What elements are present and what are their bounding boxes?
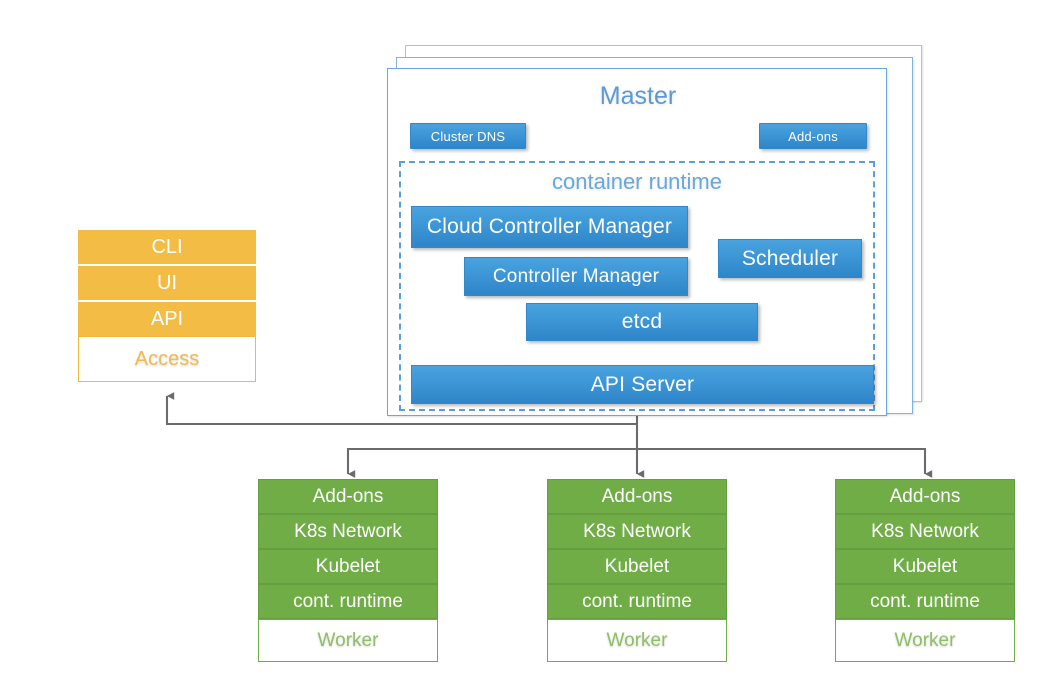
worker-row-kubelet[interactable]: Kubelet	[835, 549, 1015, 584]
component-label: API Server	[590, 372, 695, 396]
worker-node-3[interactable]: Add-ons K8s Network Kubelet cont. runtim…	[835, 479, 1015, 662]
worker-footer-label: Worker	[606, 629, 668, 651]
worker-row-add-ons[interactable]: Add-ons	[547, 479, 727, 514]
worker-node-1[interactable]: Add-ons K8s Network Kubelet cont. runtim…	[258, 479, 438, 662]
access-stack: CLI UI API Access	[78, 230, 256, 382]
worker-row-label: Kubelet	[892, 555, 958, 577]
worker-footer: Worker	[547, 619, 727, 662]
worker-row-label: cont. runtime	[870, 590, 980, 612]
component-label: etcd	[621, 310, 663, 333]
access-row-label: CLI	[151, 235, 183, 258]
component-api-server[interactable]: API Server	[411, 365, 874, 404]
worker-row-label: Add-ons	[312, 485, 384, 507]
chip-label: Cluster DNS	[430, 128, 506, 144]
access-row-api[interactable]: API	[78, 302, 256, 336]
worker-row-kubelet[interactable]: Kubelet	[258, 549, 438, 584]
worker-row-add-ons[interactable]: Add-ons	[835, 479, 1015, 514]
master-card[interactable]: Master Cluster DNS Add-ons container run…	[387, 68, 887, 416]
component-cloud-controller-manager[interactable]: Cloud Controller Manager	[411, 206, 688, 248]
component-scheduler[interactable]: Scheduler	[718, 239, 862, 278]
chip-cluster-dns[interactable]: Cluster DNS	[410, 123, 526, 149]
worker-row-kubelet[interactable]: Kubelet	[547, 549, 727, 584]
access-row-cli[interactable]: CLI	[78, 230, 256, 264]
access-row-ui[interactable]: UI	[78, 266, 256, 300]
access-footer: Access	[78, 336, 256, 382]
worker-footer-label: Worker	[894, 629, 956, 651]
access-row-label: UI	[157, 271, 177, 294]
access-footer-label: Access	[134, 347, 200, 370]
worker-row-add-ons[interactable]: Add-ons	[258, 479, 438, 514]
worker-row-cont-runtime[interactable]: cont. runtime	[835, 584, 1015, 619]
worker-row-label: cont. runtime	[582, 590, 692, 612]
component-label: Cloud Controller Manager	[426, 215, 673, 238]
worker-row-k8s-network[interactable]: K8s Network	[547, 514, 727, 549]
worker-row-label: cont. runtime	[293, 590, 403, 612]
master-title: Master	[599, 82, 677, 110]
worker-row-label: Add-ons	[889, 485, 961, 507]
worker-footer: Worker	[835, 619, 1015, 662]
access-row-label: API	[150, 307, 184, 330]
container-runtime-region	[399, 161, 875, 411]
worker-row-cont-runtime[interactable]: cont. runtime	[258, 584, 438, 619]
worker-footer: Worker	[258, 619, 438, 662]
worker-row-k8s-network[interactable]: K8s Network	[835, 514, 1015, 549]
worker-row-label: Add-ons	[601, 485, 673, 507]
worker-row-label: K8s Network	[583, 520, 691, 542]
worker-row-label: K8s Network	[871, 520, 979, 542]
container-runtime-title: container runtime	[552, 169, 722, 194]
worker-row-label: K8s Network	[294, 520, 402, 542]
worker-row-cont-runtime[interactable]: cont. runtime	[547, 584, 727, 619]
component-label: Scheduler	[741, 246, 839, 270]
component-etcd[interactable]: etcd	[526, 303, 758, 341]
chip-label: Add-ons	[788, 128, 838, 144]
component-controller-manager[interactable]: Controller Manager	[464, 257, 688, 296]
edge-apiserver-worker-1	[346, 447, 637, 478]
worker-row-label: Kubelet	[315, 555, 381, 577]
worker-row-k8s-network[interactable]: K8s Network	[258, 514, 438, 549]
edge-apiserver-access	[165, 392, 637, 426]
worker-footer-label: Worker	[317, 629, 379, 651]
edge-apiserver-worker-3	[637, 447, 933, 478]
chip-add-ons[interactable]: Add-ons	[759, 123, 867, 149]
worker-row-label: Kubelet	[604, 555, 670, 577]
component-label: Controller Manager	[492, 265, 660, 287]
worker-node-2[interactable]: Add-ons K8s Network Kubelet cont. runtim…	[547, 479, 727, 662]
